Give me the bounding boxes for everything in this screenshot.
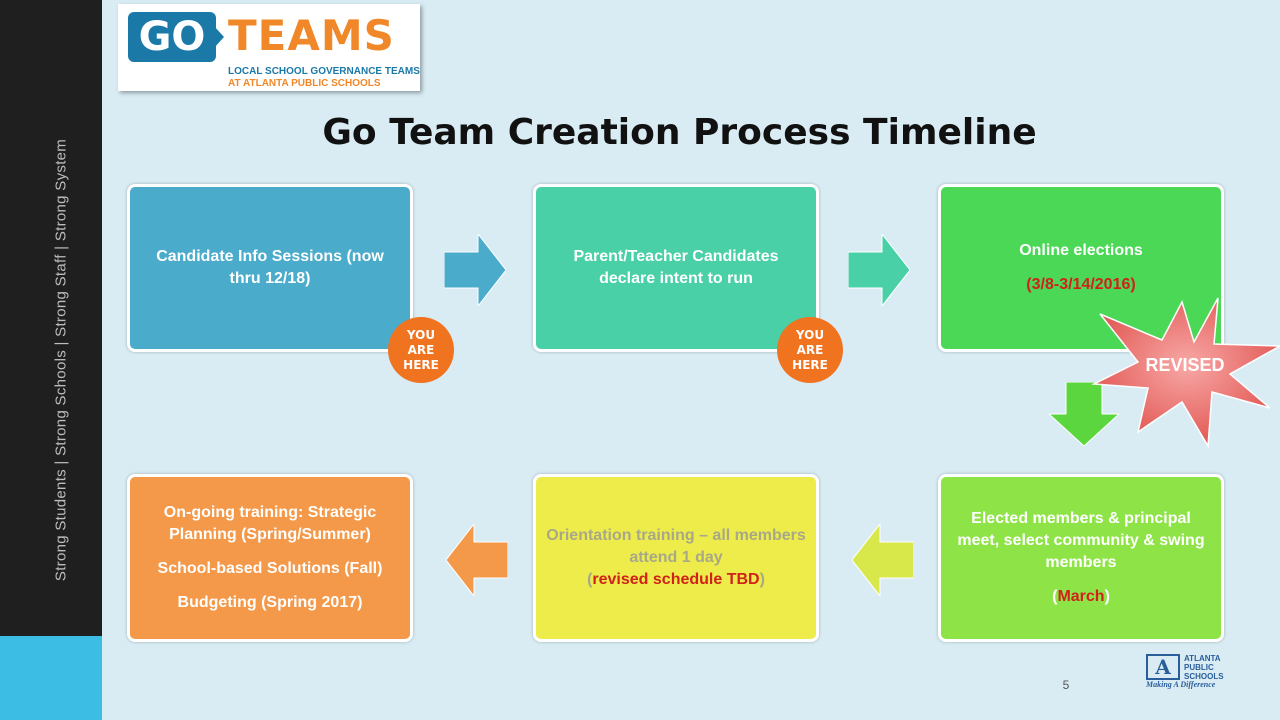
step-elected-members-meet: Elected members & principal meet, select… <box>938 474 1224 642</box>
step-text: Orientation training – all members atten… <box>546 527 806 566</box>
step-schedule: revised schedule TBD <box>592 571 760 588</box>
step-orientation-training: Orientation training – all members atten… <box>533 474 819 642</box>
step-text: Parent/Teacher Candidates declare intent… <box>573 248 779 287</box>
revised-label: REVISED <box>1145 355 1225 375</box>
step-date: March <box>1057 588 1105 605</box>
logo-subtitle-line1: LOCAL SCHOOL GOVERNANCE TEAMS <box>228 66 420 77</box>
badge-line: HERE <box>403 357 439 372</box>
aps-mark: A <box>1146 654 1180 680</box>
aps-logo: A ATLANTA PUBLIC SCHOOLS Making A Differ… <box>1146 654 1234 689</box>
you-are-here-badge: YOU ARE HERE <box>777 317 843 383</box>
step-text: Elected members & principal meet, select… <box>957 510 1205 571</box>
arrow-down-icon <box>1049 382 1119 446</box>
aps-name-line: SCHOOLS <box>1184 672 1224 681</box>
step-date: (3/8-3/14/2016) <box>1026 276 1136 293</box>
badge-line: ARE <box>407 342 435 357</box>
arrow-left-icon <box>852 524 914 596</box>
sidebar-tagline: Strong Students | Strong Schools | Stron… <box>52 138 70 582</box>
step-text: On-going training: Strategic Planning (S… <box>163 504 377 543</box>
you-are-here-badge: YOU ARE HERE <box>388 317 454 383</box>
arrow-left-icon <box>446 524 508 596</box>
paren-close: ) <box>759 571 765 588</box>
arrow-right-icon <box>444 234 506 306</box>
step-candidate-info-sessions: Candidate Info Sessions (now thru 12/18) <box>127 184 413 352</box>
page-number: 5 <box>1062 678 1070 692</box>
logo-subtitle-line2: AT ATLANTA PUBLIC SCHOOLS <box>228 78 381 89</box>
step-ongoing-training: On-going training: Strategic Planning (S… <box>127 474 413 642</box>
badge-line: HERE <box>792 357 828 372</box>
aps-motto: Making A Difference <box>1146 680 1216 689</box>
step-declare-intent: Parent/Teacher Candidates declare intent… <box>533 184 819 352</box>
aps-name-line: ATLANTA <box>1184 654 1221 663</box>
revised-starburst-icon <box>1091 297 1280 448</box>
badge-line: ARE <box>796 342 824 357</box>
go-teams-logo: GO TEAMS LOCAL SCHOOL GOVERNANCE TEAMS A… <box>118 4 420 91</box>
sidebar-accent-block <box>0 636 102 720</box>
step-text: School-based Solutions (Fall) <box>157 560 383 577</box>
paren-open: ( <box>587 571 593 588</box>
step-text: Budgeting (Spring 2017) <box>177 594 363 611</box>
badge-line: YOU <box>795 327 825 342</box>
logo-go-text: GO <box>128 12 216 62</box>
arrow-right-icon <box>848 234 910 306</box>
step-text: Candidate Info Sessions (now thru 12/18) <box>156 248 384 287</box>
paren-open: ( <box>1052 588 1058 605</box>
aps-name: ATLANTA PUBLIC SCHOOLS <box>1184 654 1238 681</box>
badge-line: YOU <box>406 327 436 342</box>
aps-name-line: PUBLIC <box>1184 663 1214 672</box>
step-text: Online elections <box>1019 242 1143 259</box>
paren-close: ) <box>1104 588 1110 605</box>
logo-teams-text: TEAMS <box>228 11 395 60</box>
sidebar: Strong Students | Strong Schools | Stron… <box>0 0 102 720</box>
logo-speech-tail <box>214 26 224 48</box>
page-title: Go Team Creation Process Timeline <box>322 112 1037 153</box>
step-online-elections: Online elections (3/8-3/14/2016) <box>938 184 1224 352</box>
